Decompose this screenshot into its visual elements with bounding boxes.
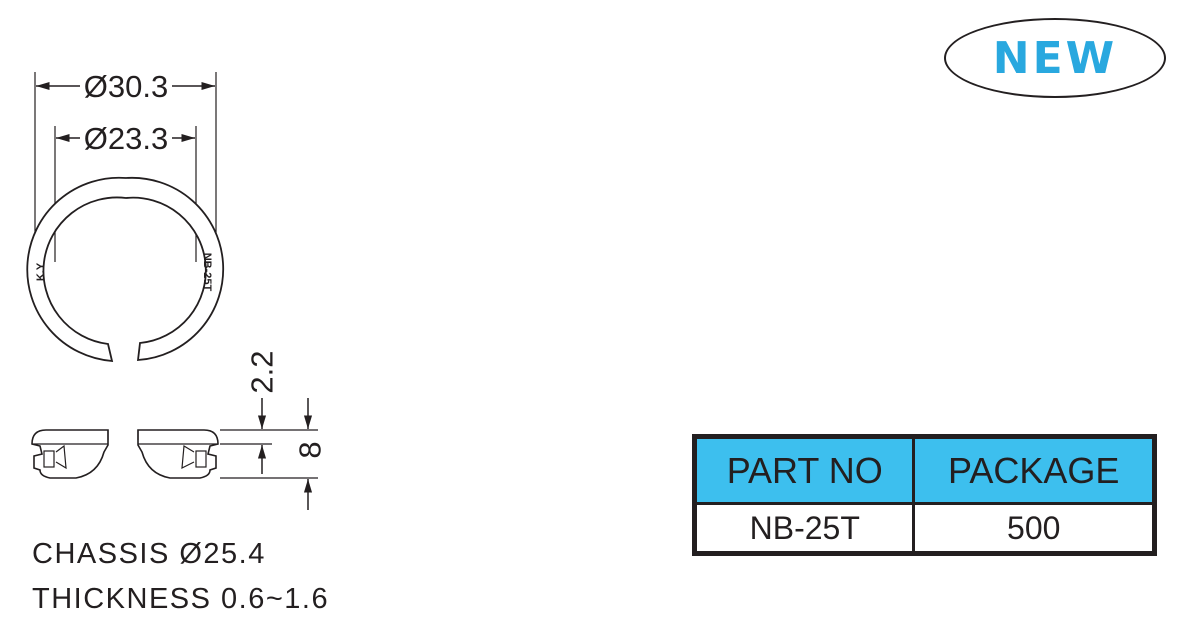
new-badge: NEW [944, 18, 1166, 98]
header-part-no: PART NO [692, 435, 916, 505]
ring-mark-left: K.Y [35, 262, 47, 281]
cell-package: 500 [912, 502, 1156, 555]
inner-diameter-dimension: Ø23.3 [54, 121, 197, 262]
height-label: 2.2 [245, 350, 280, 393]
new-badge-label: NEW [992, 32, 1118, 84]
chassis-spec: CHASSIS Ø25.4 [32, 538, 266, 570]
thickness-label: 8 [293, 441, 328, 458]
height-dimension: 2.2 [220, 350, 280, 474]
inner-diameter-label: Ø23.3 [84, 121, 168, 156]
grommet-side-view [31, 429, 219, 479]
thickness-spec: THICKNESS 0.6~1.6 [32, 583, 330, 615]
header-package: PACKAGE [912, 435, 1156, 505]
outer-diameter-label: Ø30.3 [84, 69, 168, 104]
table-row: NB-25T 500 [692, 502, 1156, 555]
table-header-row: PART NO PACKAGE [692, 435, 1156, 505]
outer-diameter-dimension: Ø30.3 [34, 69, 217, 262]
thickness-dimension: 8 [220, 398, 328, 510]
ring-top-view: K.Y NB-25T [26, 176, 225, 362]
cell-part-no: NB-25T [692, 502, 916, 555]
part-table: PART NO PACKAGE NB-25T 500 [692, 434, 1157, 556]
ring-mark-right: NB-25T [201, 253, 213, 292]
